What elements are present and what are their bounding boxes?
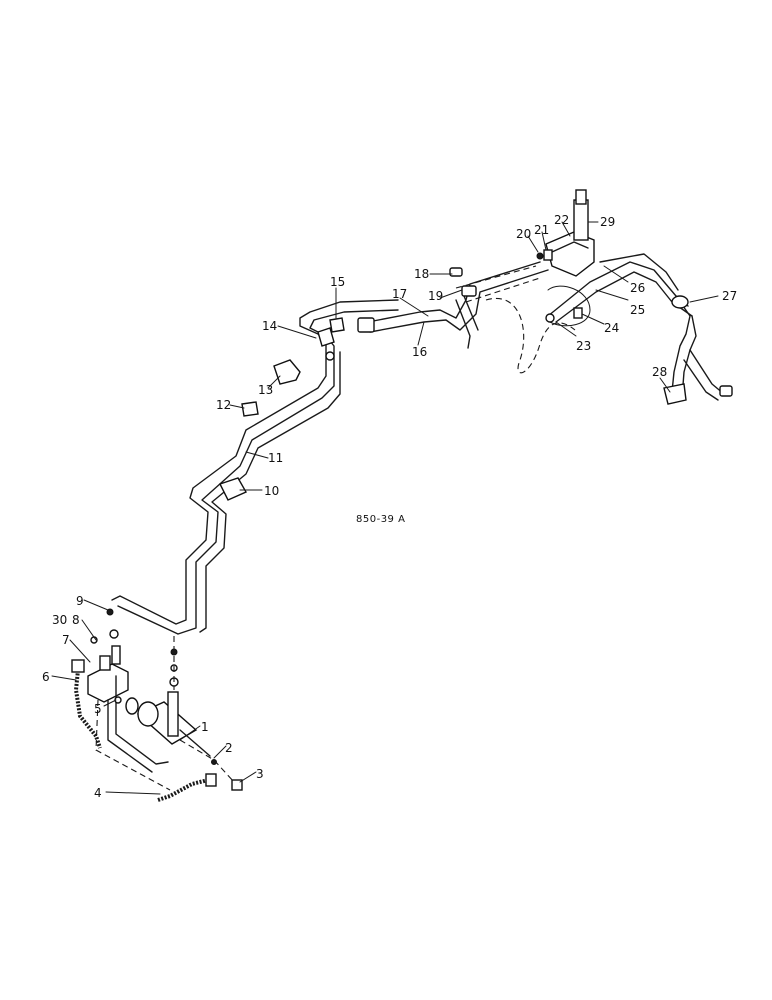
steering-shaft: [573, 199, 589, 241]
dashed-line-18: [455, 265, 537, 289]
fitting-21: [543, 249, 553, 261]
dashed-lower: [95, 699, 171, 791]
control-valve-block: [87, 608, 129, 703]
tube-lower-a: [115, 675, 169, 765]
fitting-16: [357, 317, 375, 333]
clamp-28: [663, 383, 687, 405]
callout-21: 21: [534, 223, 549, 237]
clamp-13: [273, 359, 301, 385]
callout-19: 19: [428, 289, 443, 303]
callout-16: 16: [412, 345, 427, 359]
fitting-23: [545, 313, 555, 323]
callout-4: 4: [94, 786, 102, 800]
fitting-24: [573, 307, 583, 319]
washer-8: [109, 629, 119, 639]
steering-valve: [536, 189, 595, 277]
tube-bundle-upper: [357, 261, 549, 349]
callout-26: 26: [630, 281, 645, 295]
tube-bundle-main: [111, 299, 399, 635]
clamp-10: [219, 477, 247, 501]
callout-14: 14: [262, 319, 277, 333]
fitting-18: [449, 267, 463, 277]
dashed-return-line: [485, 297, 576, 374]
tube-lower-b: [107, 699, 153, 773]
callout-20: 20: [516, 227, 531, 241]
fitting-20: [536, 252, 544, 260]
callout-11: 11: [268, 451, 283, 465]
fitting-right-end: [719, 385, 733, 397]
dashed-hose-4: [179, 739, 235, 783]
callout-15: 15: [330, 275, 345, 289]
callout-3: 3: [256, 767, 264, 781]
hose-6-fitting: [71, 659, 85, 673]
callout-29: 29: [600, 215, 615, 229]
bolt-9: [106, 608, 114, 616]
callout-23: 23: [576, 339, 591, 353]
steering-shaft-top: [575, 189, 587, 205]
callout-9: 9: [76, 594, 84, 608]
hose-4-fitting: [205, 773, 217, 787]
callout-8: 8: [72, 613, 80, 627]
callout-25: 25: [630, 303, 645, 317]
callouts: 1 2 3 4 5 6 7 8 9 10 11 12 13 14 15 16 1…: [42, 213, 737, 800]
figure-reference: 850-39 A: [356, 514, 405, 525]
callout-6: 6: [42, 670, 50, 684]
callout-5: 5: [94, 702, 102, 716]
fitting-27: [671, 295, 689, 309]
loop-line-23: [547, 285, 591, 327]
fitting-14b: [325, 351, 335, 361]
dashed-line-19: [465, 277, 541, 303]
clip-12: [241, 401, 259, 417]
callout-13: 13: [258, 383, 273, 397]
cylinder-port-tube: [167, 691, 179, 737]
hose-4: [157, 778, 209, 802]
callout-10: 10: [264, 484, 279, 498]
callout-30: 30: [52, 613, 67, 627]
steering-cylinder: [125, 648, 211, 757]
callout-28: 28: [652, 365, 667, 379]
fitting-3: [231, 779, 243, 791]
callout-27: 27: [722, 289, 737, 303]
callout-22: 22: [554, 213, 569, 227]
tube-bundle-right: [547, 253, 733, 405]
callout-17: 17: [392, 287, 407, 301]
hose-6: [73, 669, 102, 749]
callout-2: 2: [225, 741, 233, 755]
callout-24: 24: [604, 321, 619, 335]
cylinder-end: [125, 697, 139, 715]
callout-1: 1: [201, 720, 209, 734]
callout-12: 12: [216, 398, 231, 412]
leader-lines: [51, 221, 719, 795]
callout-7: 7: [62, 633, 70, 647]
callout-18: 18: [414, 267, 429, 281]
fitting-7: [111, 645, 121, 665]
fitting-14: [317, 327, 335, 347]
fitting-30: [99, 655, 111, 671]
clamp-15: [329, 317, 345, 333]
fitting-19: [461, 285, 477, 297]
